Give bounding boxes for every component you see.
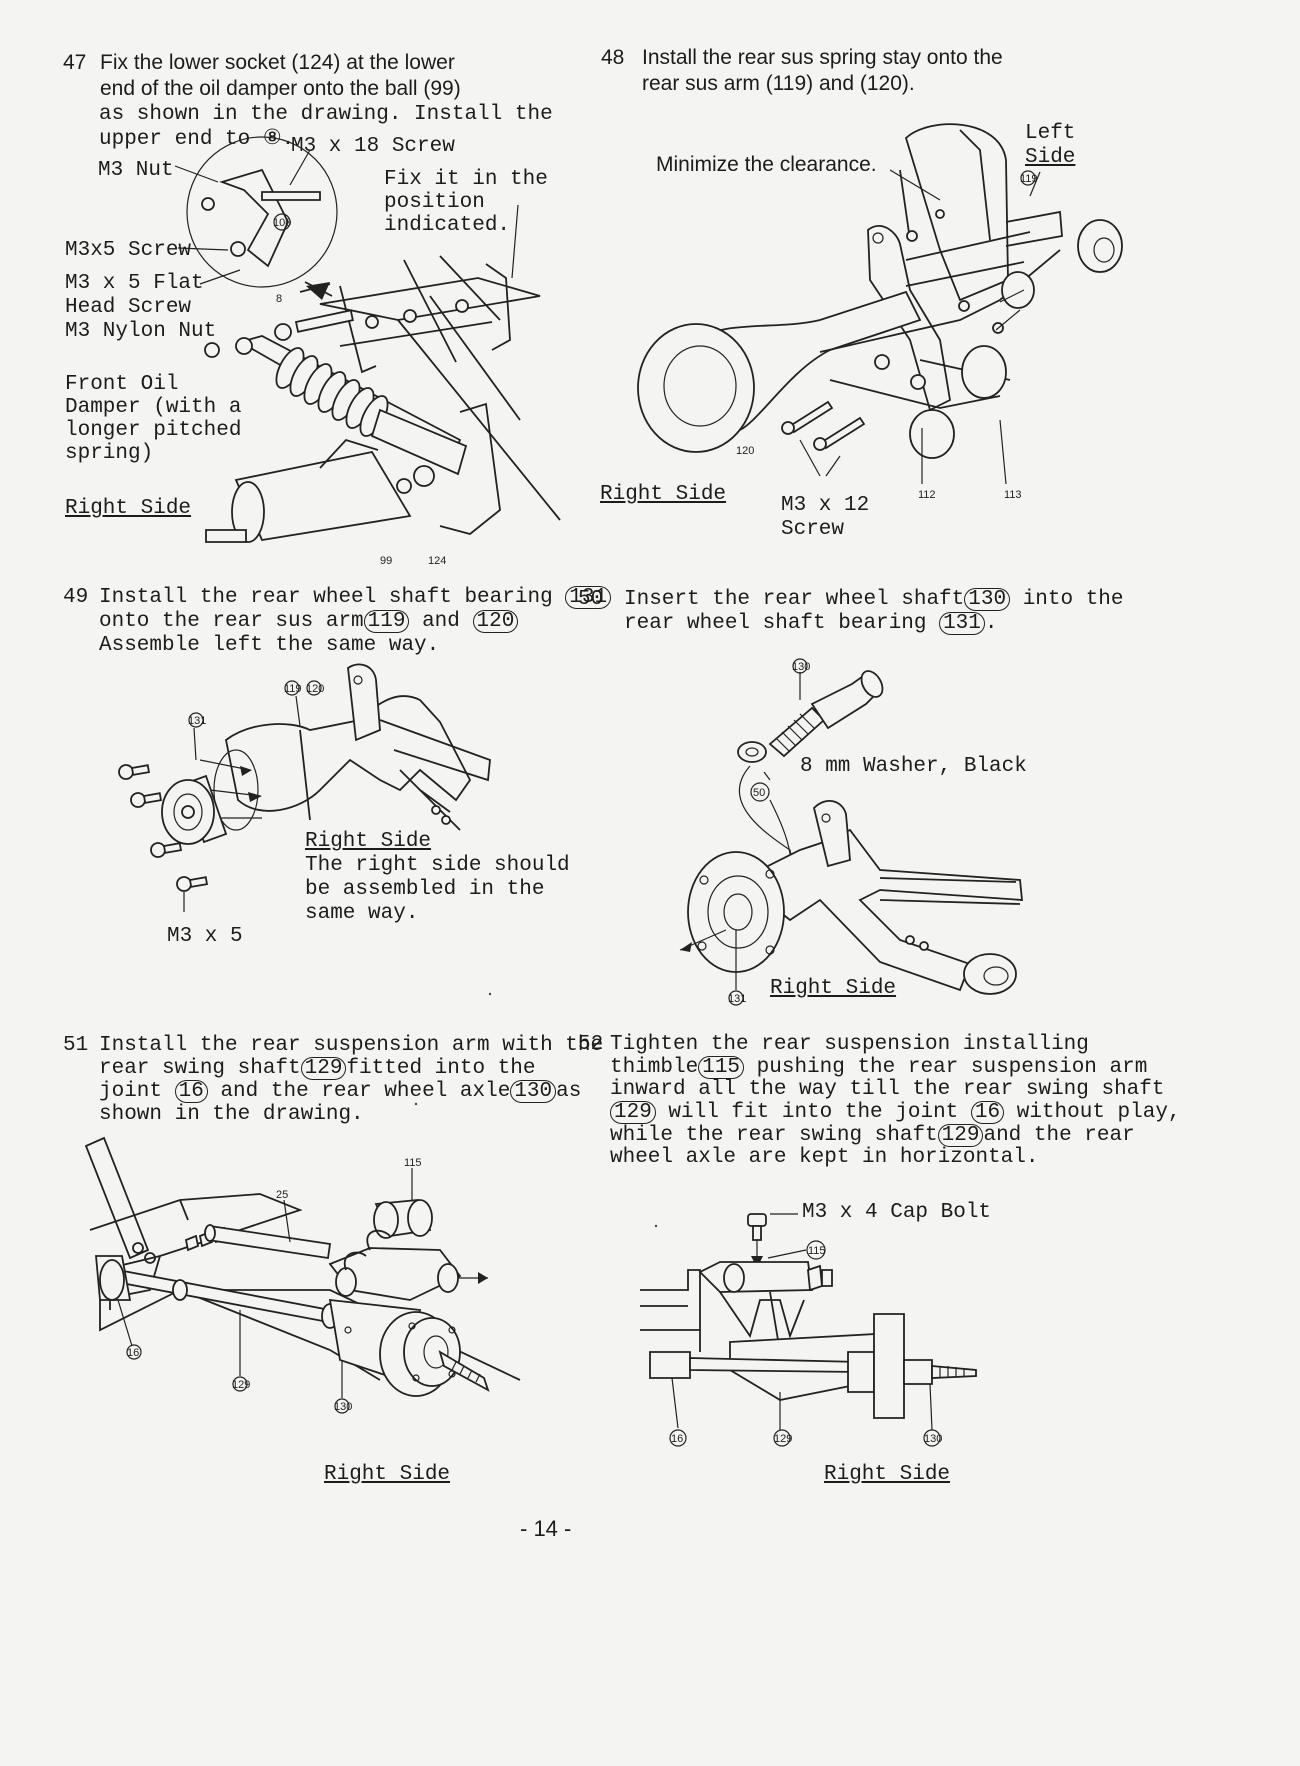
label-right-side: Right Side — [600, 483, 727, 506]
part-115: 115 — [404, 1157, 422, 1169]
detail-screw-head — [202, 198, 214, 210]
step-number: 51 — [63, 1034, 89, 1057]
part-130: 130 — [792, 661, 810, 673]
callout-130: 130 — [964, 588, 1011, 611]
part-119: 119 — [1020, 173, 1038, 185]
label-m3x5: M3 x 5 — [167, 925, 243, 948]
washer — [738, 742, 766, 762]
detail-nut — [231, 242, 245, 256]
label-right-side: Right Side — [324, 1463, 451, 1486]
callout-130: 130 — [510, 1080, 557, 1103]
arm-housing — [638, 324, 754, 452]
part-8: 8 — [276, 293, 282, 305]
wheel-shaft — [770, 667, 887, 756]
step-text: Install the rear sus spring stay onto th… — [642, 46, 1003, 95]
part-124: 124 — [428, 555, 446, 567]
label-right-side: Right Side — [824, 1463, 951, 1486]
label-m3-nut: M3 Nut — [98, 159, 174, 182]
part-131: 131 — [728, 993, 746, 1005]
part-99: 99 — [380, 555, 392, 567]
part-16: 16 — [671, 1433, 683, 1445]
axle-thread — [206, 530, 246, 542]
bearing — [162, 776, 226, 844]
part-115: 115 — [808, 1245, 826, 1257]
step-text: Install the rear suspension arm with the… — [99, 1034, 604, 1126]
callout-119: 119 — [363, 610, 410, 633]
step-number: 52 — [578, 1033, 604, 1056]
label-m3-12-screw: M3 x 12 Screw — [781, 494, 870, 541]
label-front-damper: Front Oil Damper (with a longer pitched … — [65, 373, 242, 465]
label-left-side: Left Side — [1025, 122, 1076, 169]
callout-131: 131 — [565, 586, 612, 609]
sus-arm — [700, 292, 920, 430]
part-120: 120 — [306, 683, 324, 695]
label-right-side: Right Side — [770, 977, 897, 1000]
step-text: Install the rear wheel shaft bearing 131… — [99, 586, 612, 658]
label-m3-18-screw: M3 x 18 Screw — [291, 135, 455, 158]
detail-circle — [187, 137, 337, 287]
part-112: 112 — [918, 489, 936, 501]
label-flat-head: M3 x 5 Flat Head Screw M3 Nylon Nut — [65, 272, 217, 343]
part-129: 129 — [232, 1379, 250, 1391]
cap-bolt — [748, 1214, 798, 1268]
step-text: Tighten the rear suspension installing t… — [610, 1033, 1181, 1169]
page-number: - 14 - — [520, 1516, 572, 1541]
part-131: 131 — [188, 715, 206, 727]
step-text: Fix the lower socket (124) at the lower … — [100, 51, 461, 100]
callout-115: 115 — [698, 1056, 745, 1079]
label-right-side: Right Side — [65, 497, 192, 520]
joint — [650, 1352, 690, 1378]
damper-spring — [271, 344, 393, 440]
callout-120: 120 — [472, 610, 519, 633]
rear-wheel-axle — [440, 1352, 488, 1390]
step-number: 49 — [63, 586, 89, 609]
callout-129b: 129 — [937, 1124, 984, 1147]
callout-16: 16 — [970, 1101, 1005, 1124]
step-number: 50 — [578, 588, 604, 611]
callout-16: 16 — [174, 1080, 208, 1103]
label-right-side-note: Right Side The right side should be asse… — [305, 830, 570, 925]
part-119: 119 — [284, 683, 302, 695]
callout-129: 129 — [300, 1057, 347, 1080]
part-100: 100 — [273, 217, 291, 229]
part-16: 16 — [127, 1347, 139, 1359]
label-cap-bolt: M3 x 4 Cap Bolt — [802, 1201, 992, 1224]
callout-129: 129 — [610, 1101, 656, 1124]
screws — [119, 765, 207, 891]
step-number: 47 — [63, 51, 87, 74]
part-25: 25 — [276, 1189, 288, 1201]
detail-bracket — [222, 170, 288, 266]
part-130: 130 — [334, 1401, 352, 1413]
rear-wheel-axle — [932, 1366, 976, 1378]
step-number: 48 — [601, 46, 625, 69]
part-50: 50 — [753, 787, 765, 799]
detail-screw — [262, 192, 320, 200]
label-fix-position: Fix it in the position indicated. — [384, 168, 548, 237]
label-m3x5-screw: M3x5 Screw — [65, 239, 192, 262]
label-minimize-clearance: Minimize the clearance. — [656, 153, 877, 176]
upper-mount — [700, 1262, 812, 1292]
callout-131: 131 — [939, 612, 985, 635]
part-130: 130 — [924, 1433, 942, 1445]
part-120: 120 — [736, 445, 754, 457]
wheel-hub — [874, 1314, 904, 1418]
part-113: 113 — [1004, 489, 1022, 501]
sus-arm — [226, 696, 470, 811]
label-washer: 8 mm Washer, Black — [800, 755, 1027, 778]
part-129: 129 — [774, 1433, 792, 1445]
